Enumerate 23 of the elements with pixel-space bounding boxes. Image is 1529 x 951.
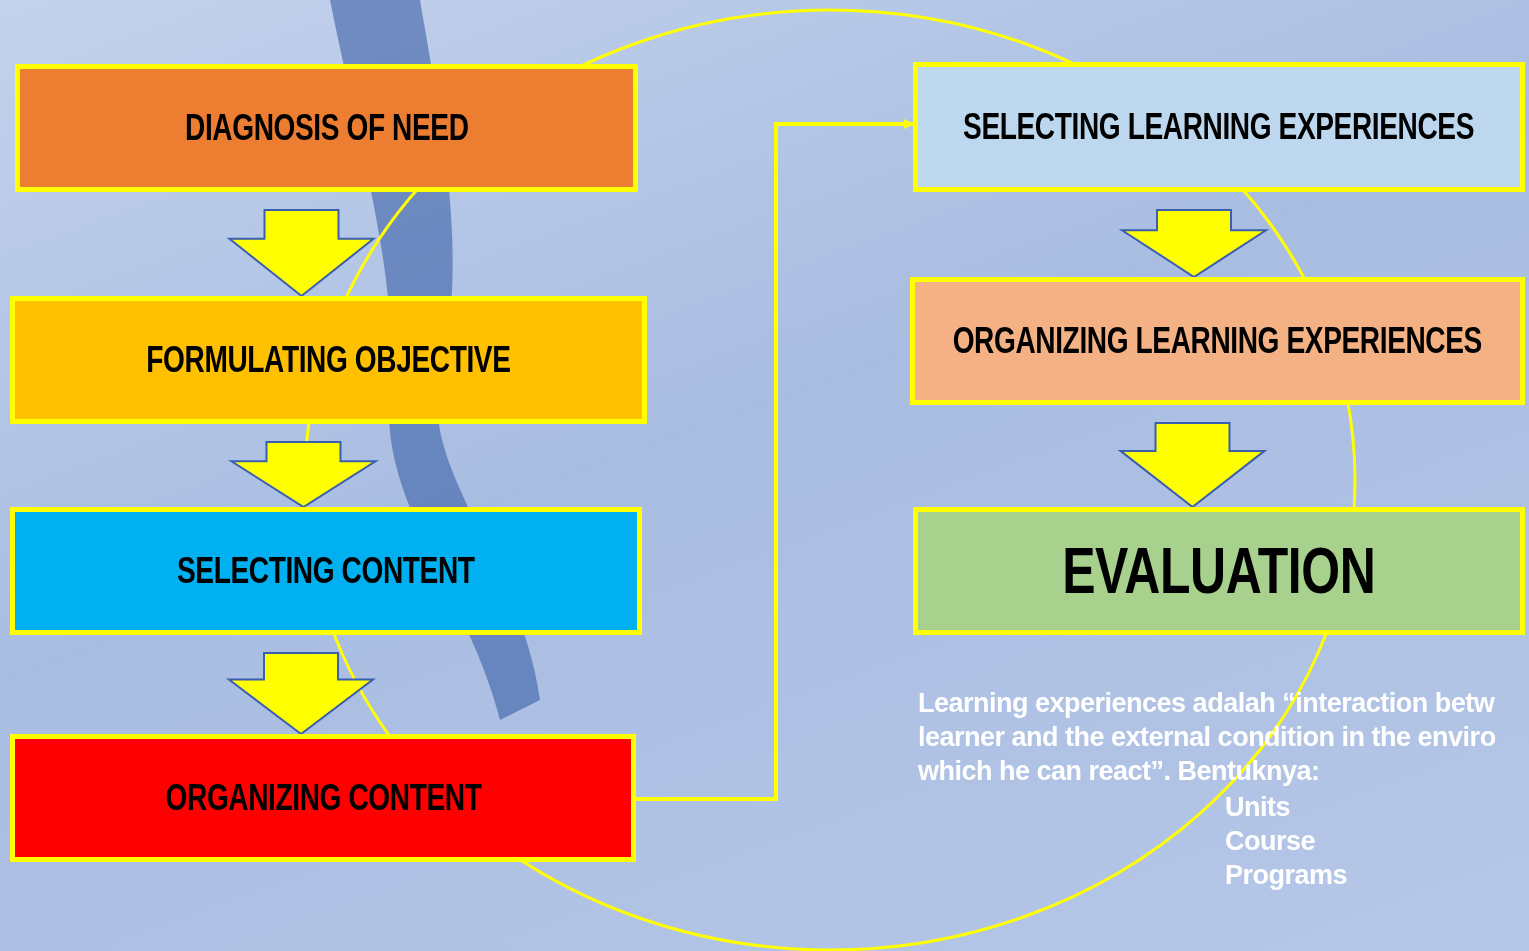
step-title: DIAGNOSIS OF NEED bbox=[184, 107, 469, 149]
process-box bbox=[913, 62, 1525, 192]
block-arrow bbox=[226, 652, 376, 736]
process-box bbox=[10, 507, 642, 635]
step-title: EVALUATION bbox=[1062, 534, 1376, 608]
list-item: Course bbox=[1225, 825, 1317, 858]
list-item: Programs bbox=[1225, 859, 1349, 892]
list-item: Units bbox=[1225, 791, 1291, 824]
step-title: ORGANIZING LEARNING EXPERIENCES bbox=[952, 320, 1483, 362]
block-arrow bbox=[226, 209, 377, 298]
process-box bbox=[10, 296, 647, 424]
block-arrow bbox=[1117, 422, 1268, 509]
step-title: ORGANIZING CONTENT bbox=[165, 777, 481, 819]
process-box bbox=[910, 277, 1525, 405]
process-box bbox=[15, 64, 638, 192]
process-box bbox=[10, 734, 636, 862]
block-arrow bbox=[1118, 209, 1270, 279]
step-title: SELECTING CONTENT bbox=[177, 550, 475, 592]
step-title: FORMULATING OBJECTIVE bbox=[146, 339, 511, 381]
step-title: SELECTING LEARNING EXPERIENCES bbox=[963, 106, 1475, 148]
connector-arrow bbox=[636, 119, 914, 801]
block-arrow bbox=[228, 441, 379, 509]
process-box bbox=[913, 507, 1525, 635]
